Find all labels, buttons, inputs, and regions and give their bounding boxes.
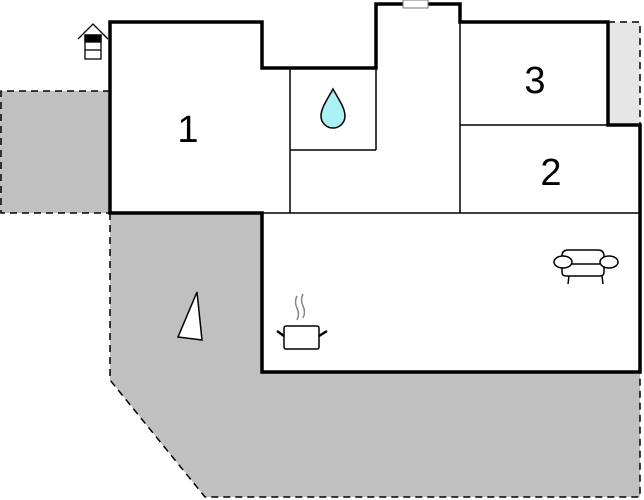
outer-walls: [108, 2, 642, 374]
room-label-3: 3: [524, 60, 545, 102]
window-icon: [402, 0, 429, 9]
balcony-right: [608, 21, 641, 125]
room-label-1: 1: [177, 109, 198, 151]
terrace-left: [0, 90, 110, 214]
terrace-bottom: [109, 213, 641, 498]
entrance-icon: [77, 23, 109, 60]
inner-walls: [262, 22, 640, 214]
north-arrow-icon: [176, 291, 203, 341]
kitchen-pot-icon: [276, 293, 328, 350]
sofa-icon: [553, 249, 619, 285]
bathroom-water-drop-icon: [320, 87, 346, 129]
room-label-2: 2: [540, 152, 561, 194]
